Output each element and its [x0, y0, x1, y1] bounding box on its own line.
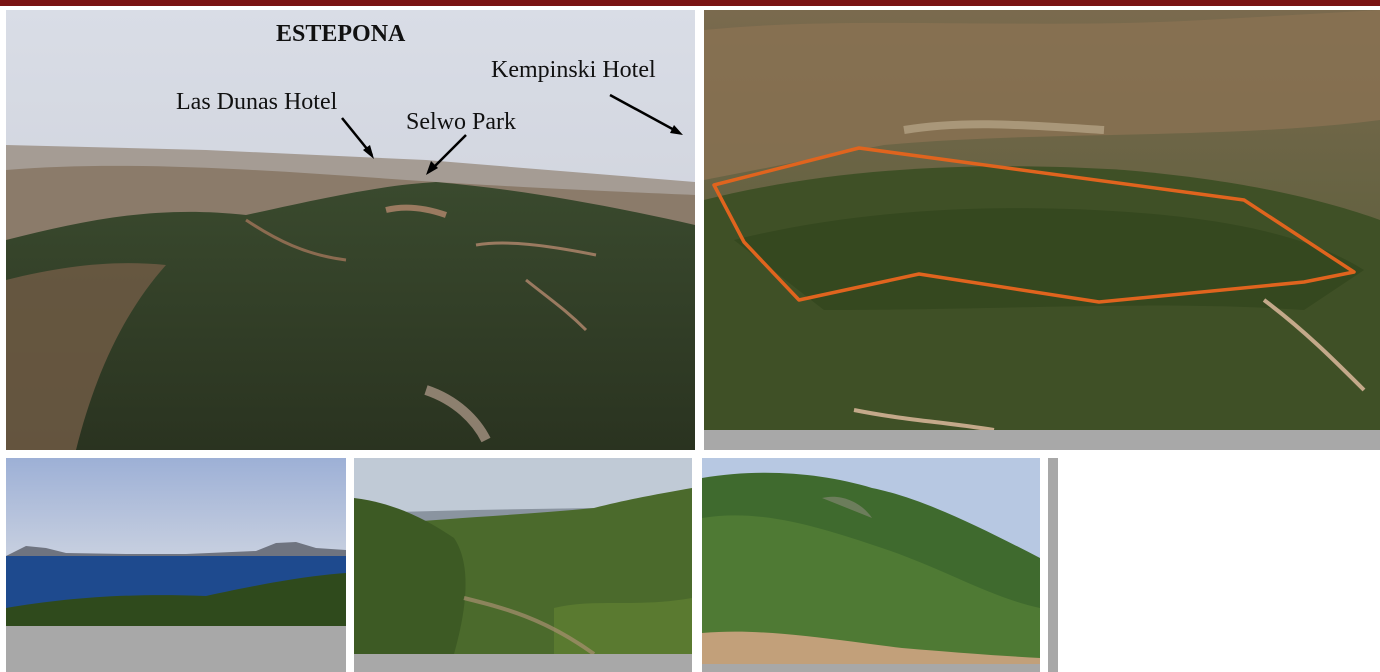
placeholder-block [6, 626, 346, 672]
estepona-landscape [6, 10, 695, 450]
photo-wooded-valley [354, 458, 692, 654]
outlined-plot-landscape [704, 10, 1380, 430]
placeholder-bar [704, 430, 1380, 450]
placeholder-bar [354, 654, 692, 672]
vertical-divider [1048, 458, 1058, 672]
photo-estepona-aerial: ESTEPONA Kempinski Hotel Las Dunas Hotel… [6, 10, 695, 450]
placeholder-bar [702, 664, 1040, 672]
plot-boundary-outline [712, 146, 1356, 304]
sea-view-landscape [6, 458, 346, 626]
wooded-valley-landscape [354, 458, 692, 654]
label-las-dunas-hotel: Las Dunas Hotel [176, 89, 338, 115]
top-accent-bar [0, 0, 1380, 6]
bushy-hillside-landscape [702, 458, 1040, 664]
label-kempinski-hotel: Kempinski Hotel [491, 57, 656, 83]
photo-title: ESTEPONA [276, 21, 406, 47]
photo-sea-view [6, 458, 346, 626]
photo-outlined-plot [704, 10, 1380, 430]
photo-bushy-hillside [702, 458, 1040, 664]
label-selwo-park: Selwo Park [406, 109, 516, 135]
